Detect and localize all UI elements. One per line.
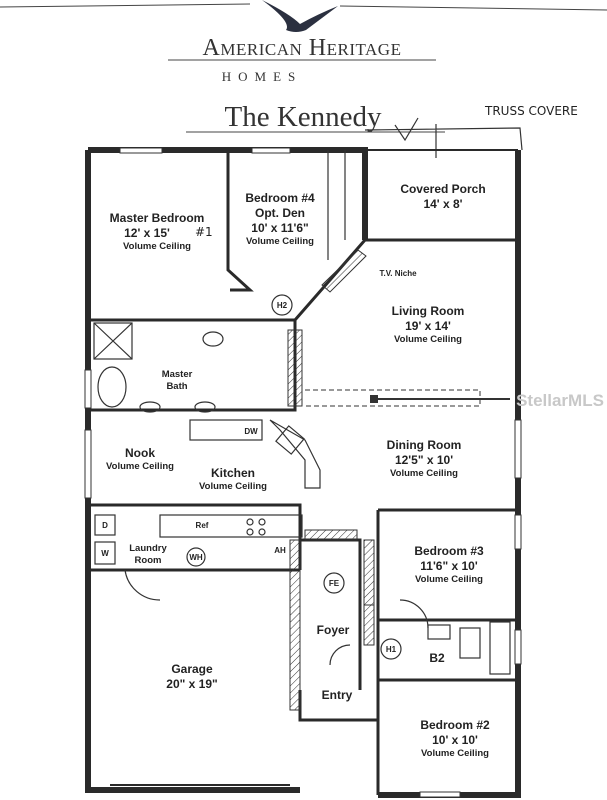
garage-size: 20" x 19" bbox=[166, 677, 217, 691]
bird-logo-icon bbox=[262, 0, 338, 32]
bedroom4-alt: Opt. Den bbox=[255, 206, 305, 220]
dining-room-ceiling: Volume Ceiling bbox=[390, 468, 458, 479]
air-handler-label: AH bbox=[274, 546, 286, 555]
water-heater-label: WH bbox=[189, 553, 203, 562]
h1-label: H1 bbox=[386, 645, 397, 654]
dishwasher-label: DW bbox=[244, 427, 258, 436]
master-bedroom-label: Master Bedroom bbox=[110, 211, 205, 225]
exterior-walls bbox=[84, 147, 522, 798]
dining-room-size: 12'5" x 10' bbox=[395, 453, 453, 467]
nook-ceiling: Volume Ceiling bbox=[106, 461, 174, 472]
bath2-label: B2 bbox=[429, 651, 445, 665]
living-room-ceiling: Volume Ceiling bbox=[394, 334, 462, 345]
bedroom4-label: Bedroom #4 bbox=[245, 191, 315, 205]
nook-label: Nook bbox=[125, 446, 155, 460]
fire-extinguisher-label: FE bbox=[329, 579, 340, 588]
kitchen-ceiling: Volume Ceiling bbox=[199, 481, 267, 492]
bedroom2-label: Bedroom #2 bbox=[420, 718, 490, 732]
kitchen-label: Kitchen bbox=[211, 466, 255, 480]
dining-room-label: Dining Room bbox=[387, 438, 462, 452]
h2-label: H2 bbox=[277, 301, 288, 310]
master-bath-label: Master bbox=[162, 369, 193, 380]
bedroom3-ceiling: Volume Ceiling bbox=[415, 574, 483, 585]
bedroom2-ceiling: Volume Ceiling bbox=[421, 748, 489, 759]
entry-label: Entry bbox=[322, 688, 353, 702]
foyer-label: Foyer bbox=[317, 623, 350, 637]
brand-sub: Homes bbox=[222, 69, 303, 84]
bedroom4-ceiling: Volume Ceiling bbox=[246, 236, 314, 247]
living-room-size: 19' x 14' bbox=[405, 319, 451, 333]
interior-walls bbox=[88, 150, 518, 795]
master-bedroom-ceiling: Volume Ceiling bbox=[123, 241, 191, 252]
dryer-label: D bbox=[102, 521, 108, 530]
tv-niche-label: T.V. Niche bbox=[379, 269, 417, 278]
plan-title: The Kennedy bbox=[224, 101, 382, 133]
refrigerator-label: Ref bbox=[196, 521, 209, 530]
master-note: #1 bbox=[195, 225, 213, 239]
washer-label: W bbox=[101, 549, 109, 558]
master-bath-label-2: Bath bbox=[166, 381, 187, 392]
garage-label: Garage bbox=[171, 662, 213, 676]
brand-logo: American Heritage Homes bbox=[0, 0, 607, 84]
living-room-label: Living Room bbox=[392, 304, 465, 318]
covered-porch-label: Covered Porch bbox=[400, 182, 485, 196]
bedroom2-size: 10' x 10' bbox=[432, 733, 478, 747]
bedroom4-size: 10' x 11'6" bbox=[251, 221, 308, 235]
laundry-label: Laundry bbox=[129, 543, 167, 554]
laundry-label-2: Room bbox=[135, 555, 162, 566]
truss-note: TRUSS COVERE bbox=[484, 104, 578, 118]
bedroom3-size: 11'6" x 10' bbox=[420, 559, 478, 573]
brand-name: American Heritage bbox=[203, 35, 402, 61]
master-bedroom-size: 12' x 15' bbox=[124, 226, 170, 240]
bedroom3-label: Bedroom #3 bbox=[414, 544, 484, 558]
watermark: StellarMLS bbox=[516, 391, 604, 410]
covered-porch-size: 14' x 8' bbox=[423, 197, 462, 211]
